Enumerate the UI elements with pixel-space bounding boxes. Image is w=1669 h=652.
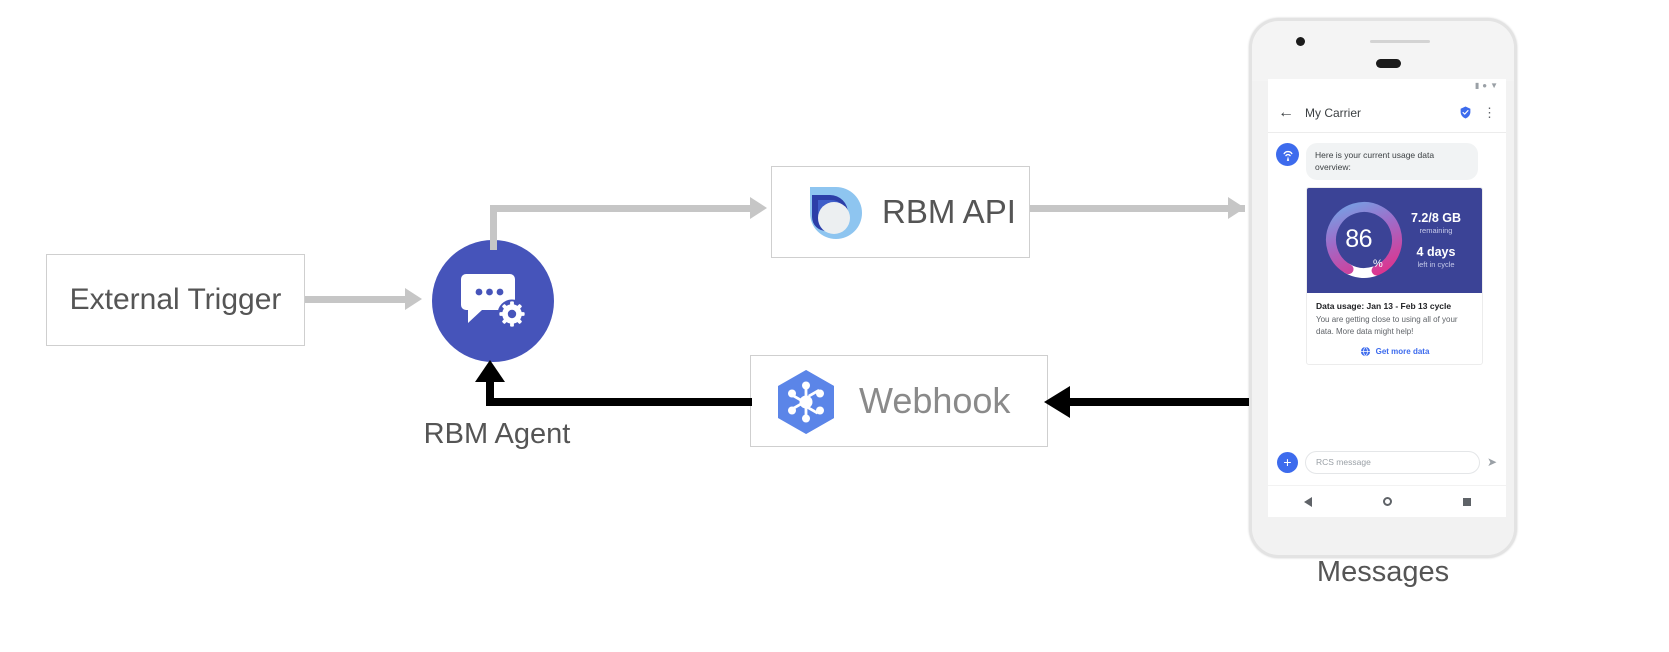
arrowhead-api-to-phone-icon xyxy=(1228,197,1245,219)
verified-shield-icon xyxy=(1460,106,1471,119)
phone-screen: ▮ ● ▼ ← My Carrier ⋮ xyxy=(1268,79,1506,517)
connector-agent-to-api-horizontal xyxy=(490,205,750,212)
rbm-api-label: RBM API xyxy=(882,193,1016,230)
message-composer: + RCS message ➤ xyxy=(1268,441,1506,483)
webhook-label: Webhook xyxy=(859,380,1011,421)
connector-webhook-to-agent-horizontal xyxy=(490,398,752,406)
arrowhead-agent-to-api-icon xyxy=(750,197,767,219)
get-more-data-button[interactable]: Get more data xyxy=(1316,346,1473,357)
gauge-percent-value: 86 xyxy=(1345,225,1373,254)
signal-icon: ▮ xyxy=(1474,81,1480,90)
chat-gear-icon xyxy=(461,274,527,329)
connector-phone-to-webhook xyxy=(1070,398,1250,406)
stat-days-value: 4 days xyxy=(1416,245,1456,260)
earpiece-line xyxy=(1370,40,1430,43)
phone-device: ▮ ● ▼ ← My Carrier ⋮ xyxy=(1249,18,1517,558)
get-more-data-label: Get more data xyxy=(1375,346,1430,356)
add-attachment-button[interactable]: + xyxy=(1277,451,1298,473)
send-icon[interactable]: ➤ xyxy=(1486,455,1497,469)
stat-data-value: 7.2/8 GB xyxy=(1410,211,1462,226)
arrowhead-webhook-to-agent-icon xyxy=(475,360,505,382)
stat-data-caption: remaining xyxy=(1419,226,1453,236)
connector-api-to-phone xyxy=(1030,205,1245,212)
connector-trigger-to-agent xyxy=(305,296,405,303)
back-arrow-icon[interactable]: ← xyxy=(1278,103,1294,121)
connector-agent-up-vertical xyxy=(490,205,497,250)
stat-days-caption: left in cycle xyxy=(1417,260,1455,270)
conversation-title: My Carrier xyxy=(1305,105,1361,120)
rbm-agent-label: RBM Agent xyxy=(423,418,571,450)
gauge-percent-symbol: % xyxy=(1373,257,1383,270)
stat-days-left: 4 days left in cycle xyxy=(1417,245,1456,269)
connector-webhook-to-agent-vertical xyxy=(486,380,494,406)
rcs-message-input[interactable]: RCS message xyxy=(1305,450,1480,474)
nav-back-icon[interactable] xyxy=(1303,496,1312,507)
overflow-menu-icon[interactable]: ⋮ xyxy=(1483,105,1496,120)
rbm-api-box[interactable]: RBM API xyxy=(771,166,1030,258)
phone-top-bezel xyxy=(1252,21,1514,81)
external-trigger-box[interactable]: External Trigger xyxy=(46,254,305,346)
conversation-area: Here is your current usage data overview… xyxy=(1268,133,1506,449)
nav-home-icon[interactable] xyxy=(1382,497,1392,506)
webhook-box[interactable]: Webhook xyxy=(750,355,1048,447)
incoming-message-bubble: Here is your current usage data overview… xyxy=(1306,143,1478,180)
globe-icon xyxy=(1360,346,1370,357)
gauge-value-arc xyxy=(1326,201,1402,278)
gauge-percent: 86 % xyxy=(1321,197,1407,283)
rich-card[interactable]: 86 % 7.2/8 GB remaining 4 days lef xyxy=(1306,186,1483,365)
card-description: You are getting close to using all of yo… xyxy=(1316,314,1458,336)
wifi-icon: ● xyxy=(1482,81,1488,90)
carrier-antenna-icon xyxy=(1276,143,1299,166)
nav-recents-icon[interactable] xyxy=(1462,497,1471,506)
stat-data-remaining: 7.2/8 GB remaining xyxy=(1411,211,1461,235)
arrowhead-phone-to-webhook-icon xyxy=(1044,386,1070,418)
usage-gauge: 86 % xyxy=(1321,197,1407,283)
card-hero: 86 % 7.2/8 GB remaining 4 days lef xyxy=(1307,187,1482,293)
battery-icon: ▼ xyxy=(1490,81,1498,90)
external-trigger-label: External Trigger xyxy=(69,283,282,316)
rbm-api-logo-icon xyxy=(802,187,862,239)
phone-side-button[interactable] xyxy=(1249,149,1252,171)
android-nav-bar xyxy=(1268,485,1506,517)
arrowhead-trigger-to-agent-icon xyxy=(405,288,422,310)
rbm-agent-node[interactable] xyxy=(432,240,554,362)
incoming-message-row: Here is your current usage data overview… xyxy=(1276,143,1498,180)
earpiece-speaker xyxy=(1376,59,1401,68)
front-camera-icon xyxy=(1296,37,1305,46)
cloud-functions-hexagon-icon xyxy=(778,370,834,434)
card-body: Data usage: Jan 13 - Feb 13 cycle You ar… xyxy=(1307,293,1482,364)
messages-label: Messages xyxy=(1316,556,1450,588)
phone-bottom-bezel xyxy=(1252,511,1514,555)
card-title: Data usage: Jan 13 - Feb 13 cycle xyxy=(1316,300,1452,311)
app-bar: ← My Carrier ⋮ xyxy=(1268,93,1506,133)
hero-stats: 7.2/8 GB remaining 4 days left in cycle xyxy=(1398,188,1474,293)
status-bar: ▮ ● ▼ xyxy=(1268,79,1506,93)
